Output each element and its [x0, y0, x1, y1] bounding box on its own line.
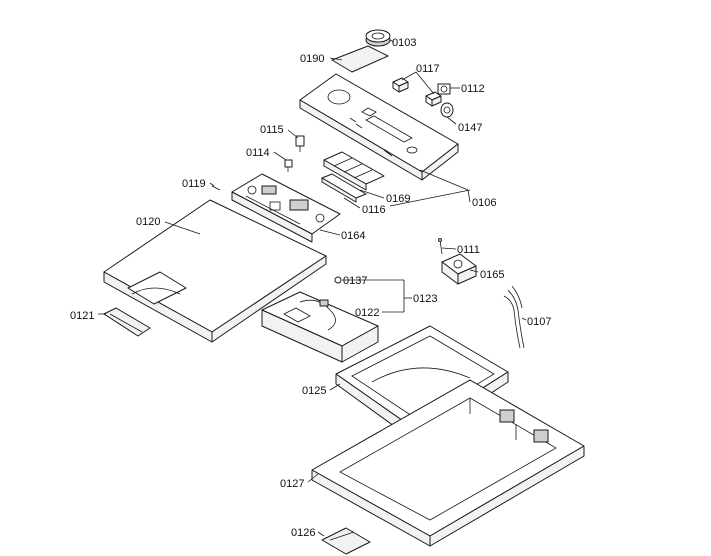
part-0103-knob[interactable]: [365, 29, 391, 47]
label-0169: 0169: [386, 193, 410, 205]
part-0106-control-panel[interactable]: [299, 73, 459, 181]
part-0116-button-strip[interactable]: [321, 173, 367, 203]
label-0165: 0165: [480, 269, 504, 281]
label-0115: 0115: [260, 124, 284, 136]
label-0114: 0114: [246, 147, 270, 159]
label-0106: 0106: [472, 197, 496, 209]
label-0117: 0117: [416, 63, 440, 75]
label-0120: 0120: [136, 216, 160, 228]
label-0164: 0164: [341, 230, 365, 242]
part-0137-clip[interactable]: [334, 276, 342, 284]
label-0190: 0190: [300, 53, 324, 65]
label-0125: 0125: [302, 385, 326, 397]
part-0111-screw[interactable]: [438, 238, 443, 255]
part-0115[interactable]: [295, 135, 305, 152]
label-0123: 0123: [413, 293, 437, 305]
label-0121: 0121: [70, 310, 94, 322]
part-0117-button[interactable]: [392, 77, 442, 107]
part-0165-door-lock[interactable]: [441, 253, 477, 285]
part-0126[interactable]: [321, 527, 371, 555]
label-0112: 0112: [461, 83, 485, 95]
part-0190-sticker[interactable]: [331, 45, 389, 73]
label-0103: 0103: [392, 37, 416, 49]
part-labels: 0103 0190 0117 0112 0147 0115 0114 0119 …: [70, 37, 551, 539]
part-0119-screw[interactable]: [211, 185, 221, 191]
part-0169-button-strip[interactable]: [323, 151, 385, 191]
part-0147-small-knob[interactable]: [440, 102, 454, 118]
label-0119: 0119: [182, 178, 206, 190]
label-0116: 0116: [362, 204, 386, 216]
part-0122-dispenser-drawer[interactable]: [261, 291, 379, 363]
part-0114[interactable]: [284, 159, 293, 172]
label-0111: 0111: [457, 244, 480, 256]
label-0137: 0137: [343, 275, 367, 287]
part-0164-electronics-board[interactable]: [231, 173, 341, 243]
leader-lines: [98, 39, 527, 537]
part-0121-handle[interactable]: [103, 307, 151, 337]
label-0107: 0107: [527, 316, 551, 328]
label-0127: 0127: [280, 478, 304, 490]
part-0107-wiring[interactable]: [503, 285, 525, 349]
part-0127-base-frame[interactable]: [311, 379, 585, 547]
label-0147: 0147: [458, 122, 482, 134]
label-0122: 0122: [355, 307, 379, 319]
label-0126: 0126: [291, 527, 315, 539]
part-0112-switch[interactable]: [437, 83, 451, 95]
part-0120-lid[interactable]: [103, 199, 327, 343]
